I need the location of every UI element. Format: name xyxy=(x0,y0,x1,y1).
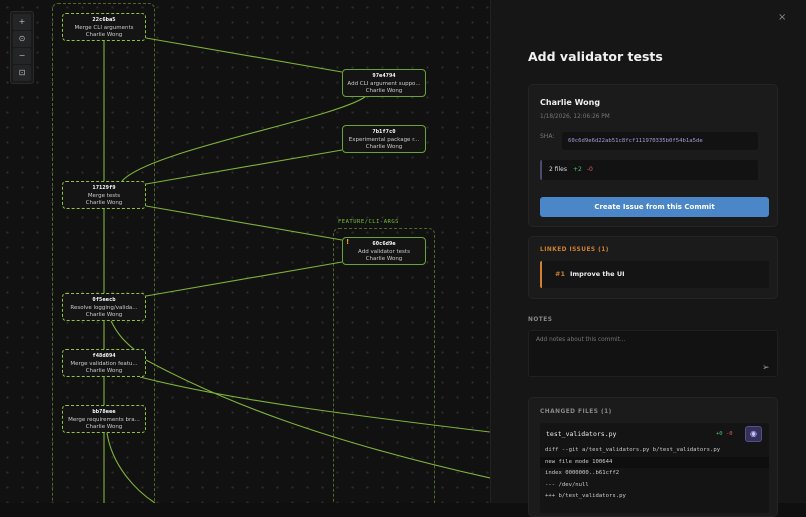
commit-author: Charlie Wong xyxy=(85,424,123,430)
diff-content: diff --git a/test_validators.py b/test_v… xyxy=(540,445,769,503)
linked-issues-card: LINKED ISSUES (1) #1 Improve the UI xyxy=(528,236,778,299)
commit-sha: 7b1f7c0 xyxy=(372,129,396,135)
file-additions: +0 xyxy=(716,431,723,437)
commit-date: 1/18/2026, 12:06:26 PM xyxy=(540,114,610,120)
commit-author: Charlie Wong xyxy=(85,32,123,38)
diff-line: index 0000000..b61cff2 xyxy=(545,470,620,476)
commit-sha: bb78eee xyxy=(92,409,116,415)
branch-label: FEATURE/CLI-ARGS xyxy=(338,219,399,225)
edge xyxy=(145,359,490,479)
lane-feature-cli-args xyxy=(333,228,435,503)
zoom-out-button[interactable]: − xyxy=(13,48,31,64)
deletions: -0 xyxy=(586,166,593,173)
sha-value[interactable]: 60c6d9e6d22ab51c8fcf111970335b0f54b1a5de xyxy=(562,132,758,150)
files-summary: 2 files +2 -0 xyxy=(540,160,758,180)
commit-author: Charlie Wong xyxy=(365,88,403,94)
commit-message: Merge requirements bra... xyxy=(68,416,140,423)
commit-author: Charlie Wong xyxy=(85,312,123,318)
warning-icon: ! xyxy=(346,238,350,246)
file-stats: +0 -0 xyxy=(716,431,733,437)
close-icon[interactable]: × xyxy=(778,12,787,23)
commit-sha: 0f5eecb xyxy=(92,297,116,303)
commit-sha: 60c6d9e xyxy=(372,241,396,247)
edge xyxy=(145,149,343,185)
notes-input[interactable] xyxy=(528,330,778,377)
changed-files-card: CHANGED FILES (1) test_validators.py +0 … xyxy=(528,397,778,517)
commit-message: Experimental package r... xyxy=(348,136,420,143)
linked-issues-label: LINKED ISSUES (1) xyxy=(540,247,609,253)
toggle-interactivity-button[interactable]: ⊡ xyxy=(13,65,31,81)
commit-sha: f48d094 xyxy=(92,353,116,359)
fit-view-button[interactable]: ⊙ xyxy=(13,31,31,47)
diff-line: new file mode 100644 xyxy=(540,456,769,468)
commit-author: Charlie Wong xyxy=(85,368,123,374)
additions: +2 xyxy=(573,166,582,173)
commit-author: Charlie Wong xyxy=(365,144,403,150)
issue-number: #1 xyxy=(555,270,565,278)
file-name[interactable]: test_validators.py xyxy=(546,430,617,438)
diff-line: --- /dev/null xyxy=(545,481,589,488)
create-issue-button[interactable]: Create Issue from this Commit xyxy=(540,197,769,217)
commit-author: Charlie Wong xyxy=(85,200,123,206)
edge xyxy=(106,432,156,503)
commit-author: Charlie Wong xyxy=(365,256,403,262)
sha-label: SHA: xyxy=(540,133,555,140)
commit-sha: 22c6ba5 xyxy=(92,17,116,23)
edge xyxy=(145,261,343,297)
commit-message: Add validator tests xyxy=(358,248,410,255)
eye-icon[interactable]: ◉ xyxy=(745,426,762,442)
diff-line: +++ b/test_validators.py xyxy=(545,493,626,499)
commit-message: Merge validation featu... xyxy=(70,360,138,367)
edge xyxy=(145,205,343,241)
commit-message: Add CLI argument suppo... xyxy=(347,80,421,87)
commit-author: Charlie Wong xyxy=(540,98,601,107)
edge xyxy=(121,96,366,182)
changed-files-label: CHANGED FILES (1) xyxy=(540,409,612,415)
panel-title: Add validator tests xyxy=(528,49,663,64)
file-diff: test_validators.py +0 -0 ◉ diff --git a/… xyxy=(540,423,769,513)
commit-detail-panel: × Add validator tests Charlie Wong 1/18/… xyxy=(490,0,806,517)
lane-main xyxy=(52,3,155,503)
commit-message: Resolve logging/valida... xyxy=(70,304,138,311)
notes-label: NOTES xyxy=(528,317,553,323)
edge xyxy=(145,37,343,73)
diff-line: diff --git a/test_validators.py b/test_v… xyxy=(545,447,721,453)
commit-info-card: Charlie Wong 1/18/2026, 12:06:26 PM SHA:… xyxy=(528,84,778,227)
commit-sha: 17129f9 xyxy=(92,185,116,191)
commit-message: Merge CLI arguments xyxy=(74,24,134,31)
commit-message: Merge tests xyxy=(87,192,121,199)
zoom-in-button[interactable]: + xyxy=(13,14,31,30)
files-count: 2 files xyxy=(549,166,567,173)
issue-title: Improve the UI xyxy=(569,270,625,278)
graph-controls: + ⊙ − ⊡ xyxy=(10,11,34,84)
linked-issue-item[interactable]: #1 Improve the UI xyxy=(540,261,769,288)
edge xyxy=(139,376,490,433)
commit-sha: 97e4794 xyxy=(372,73,396,79)
file-deletions: -0 xyxy=(725,431,733,437)
send-icon[interactable]: ➢ xyxy=(762,363,770,373)
edge xyxy=(110,320,136,351)
